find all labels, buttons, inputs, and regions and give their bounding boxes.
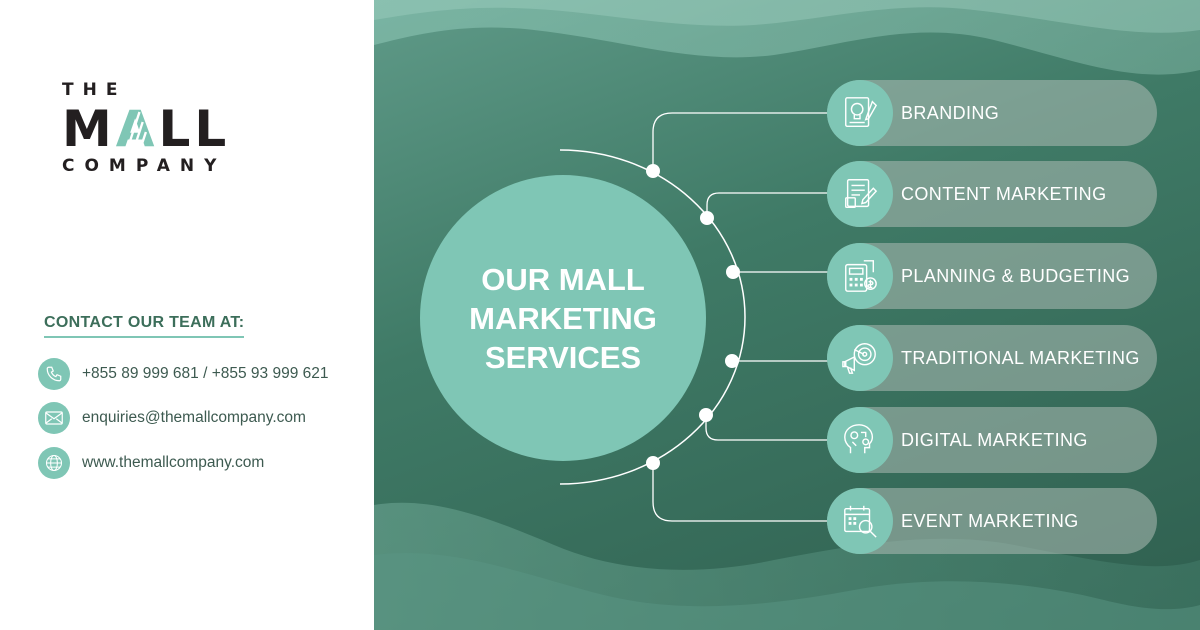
main-title: OUR MALL MARKETING SERVICES [469,261,657,375]
service-content-marketing[interactable]: CONTENT MARKETING [827,161,1157,227]
marketing-head-icon [827,407,893,473]
megaphone-target-icon [827,325,893,391]
background-waves [374,0,1200,630]
logo-the: THE [62,80,127,100]
contact-website-row[interactable]: www.themallcompany.com [38,447,264,479]
outer-arc [559,149,746,485]
service-label: DIGITAL MARKETING [901,430,1088,450]
lightbulb-document-icon [827,80,893,146]
calculator-coin-icon [827,243,893,309]
document-pencil-icon [827,161,893,227]
service-branding[interactable]: BRANDING [827,80,1157,146]
contact-website[interactable]: www.themallcompany.com [82,454,265,471]
service-label: CONTENT MARKETING [901,184,1107,204]
logo-letters-ll: LL [158,100,231,158]
service-label: PLANNING & BUDGETING [901,266,1131,286]
service-label: TRADITIONAL MARKETING [901,348,1140,368]
connector-dot [726,265,740,279]
contact-heading: CONTACT OUR TEAM AT: [44,314,245,331]
service-digital-marketing[interactable]: DIGITAL MARKETING [827,407,1157,473]
contact-email-row[interactable]: enquiries@themallcompany.com [38,402,306,434]
service-planning-budgeting[interactable]: PLANNING & BUDGETING [827,243,1157,309]
contact-phone[interactable]: +855 89 999 681 / +855 93 999 621 [82,365,329,382]
connector-branding [652,112,832,171]
connector-digital [705,415,832,441]
service-traditional-marketing[interactable]: TRADITIONAL MARKETING [827,325,1157,391]
contact-heading-underline [44,336,244,338]
service-event-marketing[interactable]: EVENT MARKETING [827,488,1157,554]
contact-phone-row[interactable]: +855 89 999 681 / +855 93 999 621 [38,358,329,390]
connector-dot [699,408,713,422]
connector-dot [700,211,714,225]
calendar-search-icon [827,488,893,554]
connector-dot [725,354,739,368]
connector-dot [646,164,660,178]
service-label: BRANDING [901,103,1000,123]
logo-striped-a: A [116,104,159,158]
email-icon [38,402,70,434]
service-label: EVENT MARKETING [901,511,1079,531]
connector-content [706,192,832,218]
logo-letter-m: M [62,100,116,158]
connector-dot [646,456,660,470]
main-circle: OUR MALL MARKETING SERVICES [420,175,706,461]
phone-icon [38,358,70,390]
connector-event [652,463,832,522]
contact-email[interactable]: enquiries@themallcompany.com [82,409,306,426]
globe-icon [38,447,70,479]
logo-company: COMPANY [62,156,227,176]
logo-a-stripes [123,111,147,158]
